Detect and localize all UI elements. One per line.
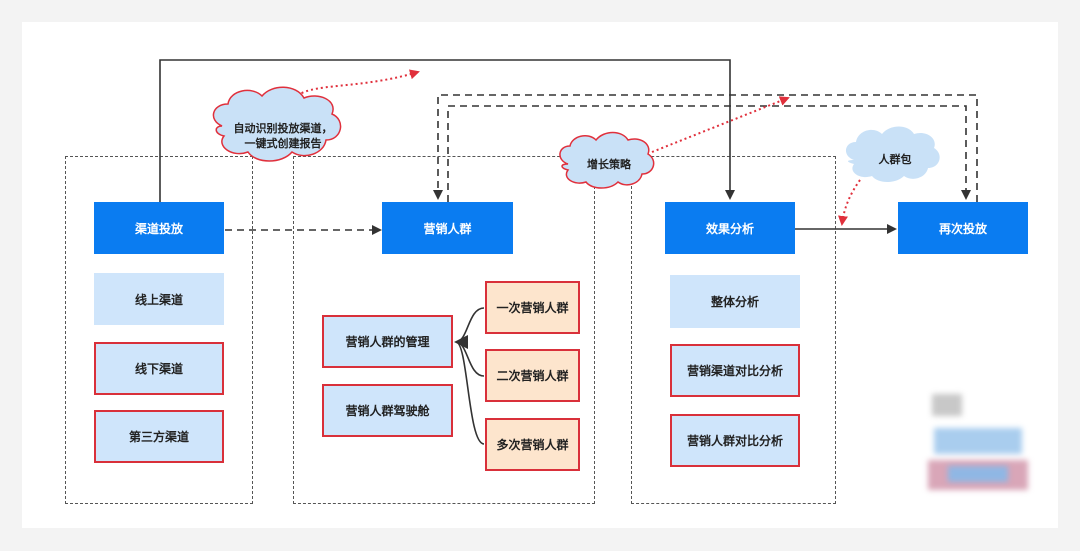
zone-analysis	[631, 156, 836, 504]
red-arrow-crowd-package	[838, 179, 861, 226]
tree-connector-first	[455, 307, 485, 343]
node-channel-delivery[interactable]: 渠道投放	[94, 202, 224, 254]
tree-connector-multi	[455, 341, 485, 445]
node-redelivery[interactable]: 再次投放	[898, 202, 1028, 254]
node-second-crowd[interactable]: 二次营销人群	[485, 349, 580, 402]
tree-arrow-head	[454, 335, 468, 349]
red-arrow-growth-strategy	[651, 96, 790, 153]
node-multi-crowd[interactable]: 多次营销人群	[485, 418, 580, 471]
node-channel-compare[interactable]: 营销渠道对比分析	[670, 344, 800, 397]
node-overall-analysis[interactable]: 整体分析	[670, 275, 800, 328]
node-crowd-management[interactable]: 营销人群的管理	[322, 315, 453, 368]
arrow-redelivery-to-crowd-outer	[433, 94, 978, 202]
cloud-auto-identify-line2: 一键式创建报告	[244, 137, 322, 150]
zone-crowd	[293, 156, 595, 504]
zone-channel	[65, 156, 253, 504]
node-crowd-compare[interactable]: 营销人群对比分析	[670, 414, 800, 467]
arrow-crowd-to-redelivery-inner	[447, 105, 971, 202]
node-online-channel[interactable]: 线上渠道	[94, 273, 224, 325]
diagram-canvas: 自动识别投放渠道， 一键式创建报告 增长策略 人群包 渠道投放 营销人群 效果分…	[22, 22, 1058, 528]
cloud-crowd-package	[845, 126, 940, 182]
red-arrow-auto-identify	[291, 69, 420, 105]
node-offline-channel[interactable]: 线下渠道	[94, 342, 224, 395]
blurred-watermark-logo	[928, 394, 1028, 494]
connector-layer	[159, 59, 978, 445]
cloud-auto-identify-line1: 自动识别投放渠道，	[233, 122, 333, 135]
cloud-label-growth-strategy: 增长策略	[587, 157, 631, 171]
node-third-party-channel[interactable]: 第三方渠道	[94, 410, 224, 463]
node-marketing-crowd[interactable]: 营销人群	[382, 202, 513, 254]
arrow-channel-to-analysis	[159, 59, 735, 202]
cloud-auto-identify	[212, 86, 342, 162]
node-first-crowd[interactable]: 一次营销人群	[485, 281, 580, 334]
cloud-label-auto-identify: 自动识别投放渠道， 一键式创建报告	[218, 118, 348, 154]
node-crowd-cockpit[interactable]: 营销人群驾驶舱	[322, 384, 453, 437]
cloud-growth-strategy	[559, 131, 655, 189]
node-effect-analysis[interactable]: 效果分析	[665, 202, 795, 254]
cloud-label-crowd-package: 人群包	[878, 152, 912, 166]
